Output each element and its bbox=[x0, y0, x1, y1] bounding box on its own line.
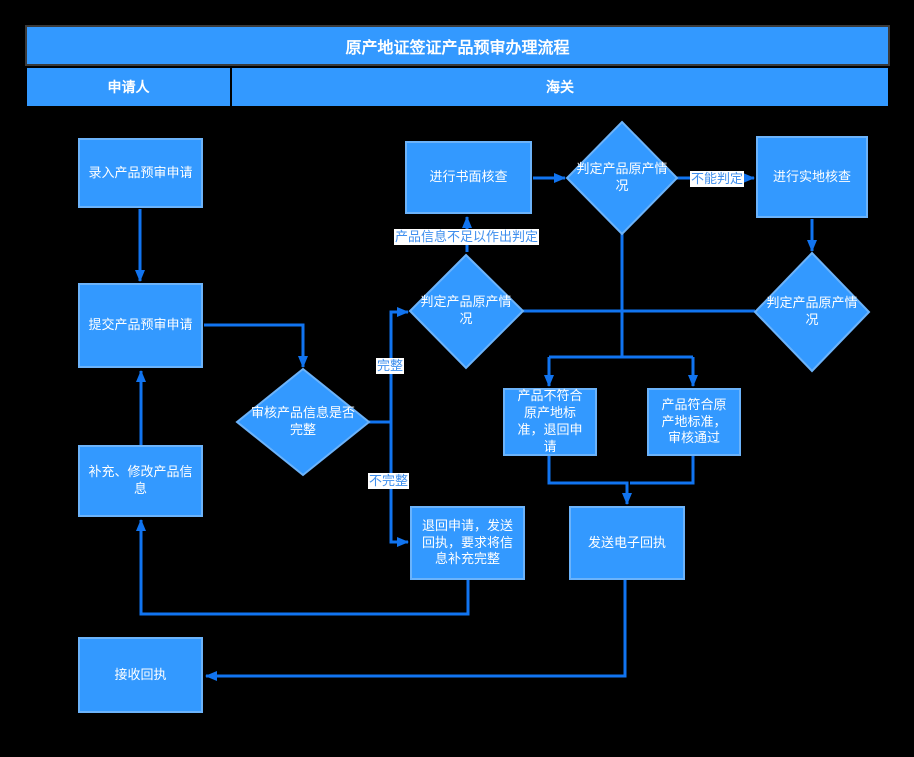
node-written-verification: 进行书面核查 bbox=[405, 141, 532, 214]
flowchart-title: 原产地证签证产品预审办理流程 bbox=[25, 25, 890, 66]
edge-not-conform-to-send-receipt bbox=[547, 456, 632, 505]
edge-complete-to-determine-mid bbox=[389, 307, 409, 422]
node-send-e-receipt: 发送电子回执 bbox=[569, 506, 685, 580]
lane-header-applicant: 申请人 bbox=[27, 68, 230, 106]
edge-label-incomplete: 不完整 bbox=[368, 473, 410, 489]
edge-return-to-supplement bbox=[136, 519, 470, 616]
node-return-application: 退回申请，发送 回执，要求将信 息补充完整 bbox=[410, 506, 525, 580]
edge-incomplete-to-return bbox=[389, 422, 409, 547]
node-product-conform: 产品符合原 产地标准， 审核通过 bbox=[647, 388, 741, 456]
diamond-label-determine-origin-mid: 判定产品原产情 况 bbox=[420, 294, 512, 326]
node-receive-receipt: 接收回执 bbox=[78, 637, 203, 713]
node-product-not-conform: 产品不符合 原产地标 准，退回申 请 bbox=[503, 388, 597, 456]
edge-label-insufficient-info: 产品信息不足以作出判定 bbox=[394, 229, 540, 245]
diamond-determine-origin-mid bbox=[408, 253, 525, 370]
diamond-label-determine-origin-top: 判定产品原产情 况 bbox=[576, 161, 668, 193]
edge-label-cannot-determine: 不能判定 bbox=[690, 171, 745, 187]
diamond-determine-origin-right bbox=[753, 251, 871, 373]
edge-submit-to-review bbox=[204, 323, 308, 368]
node-onsite-verification: 进行实地核查 bbox=[756, 136, 868, 218]
diamond-determine-origin-top bbox=[565, 120, 679, 236]
edge-label-complete: 完整 bbox=[376, 358, 405, 374]
node-submit-application: 提交产品预审申请 bbox=[78, 283, 203, 368]
edge-send-receipt-to-receive bbox=[205, 580, 627, 681]
diamond-label-determine-origin-right: 判定产品原产情 况 bbox=[766, 295, 858, 327]
lane-header-customs: 海关 bbox=[232, 68, 888, 106]
node-supplement-info: 补充、修改产品信 息 bbox=[78, 445, 203, 517]
diamond-review-info-complete bbox=[235, 367, 371, 477]
edge-conform-merge bbox=[630, 456, 695, 485]
diamond-label-review-info-complete: 审核产品信息是否 完整 bbox=[250, 405, 355, 437]
node-enter-application: 录入产品预审申请 bbox=[78, 138, 203, 208]
